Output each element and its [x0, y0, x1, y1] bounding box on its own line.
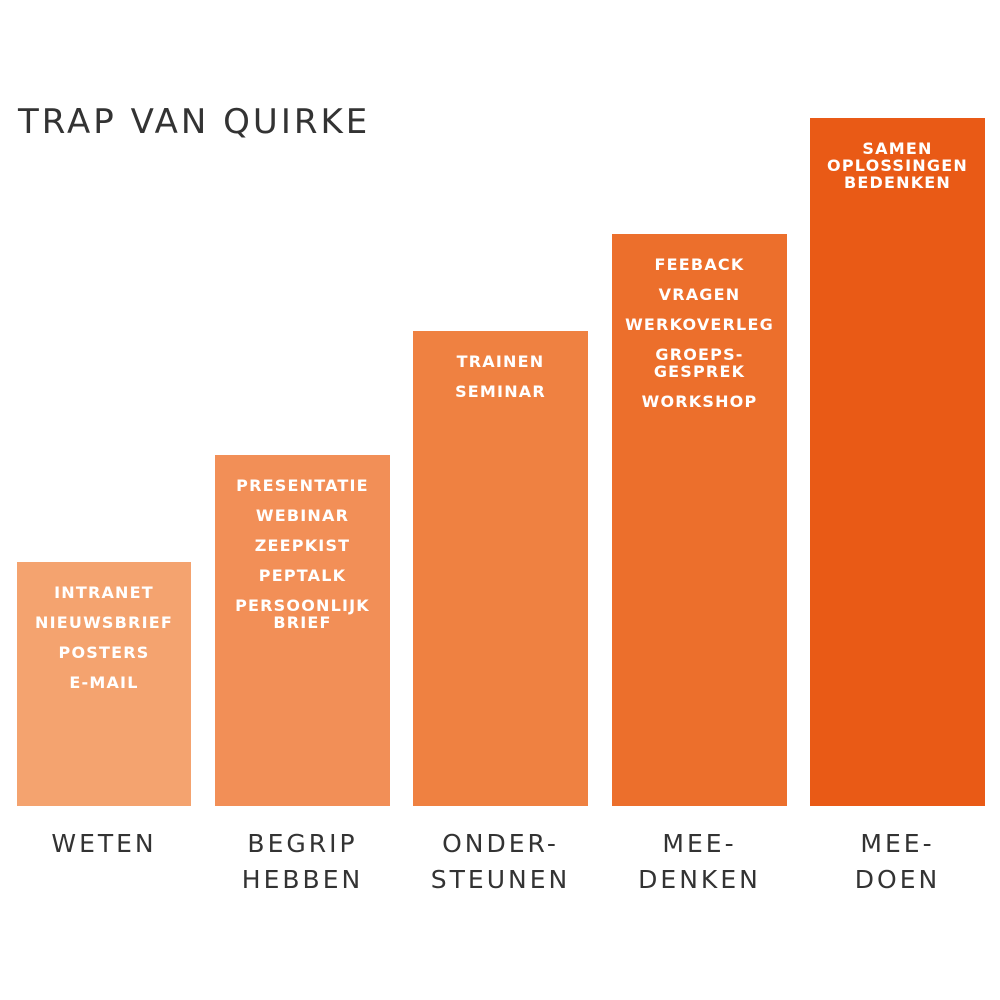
step-item: GROEPS- GESPREK [653, 345, 746, 381]
step-label-weten: WETEN [51, 829, 157, 858]
step-item: VRAGEN [658, 285, 741, 304]
step-item: FEEBACK [654, 255, 745, 274]
step-item: WORKSHOP [641, 392, 758, 411]
step-item: INTRANET [54, 583, 154, 602]
step-label-ondersteunen: ONDER- STEUNEN [430, 829, 571, 894]
step-label-begrip-hebben: BEGRIP HEBBEN [241, 829, 364, 894]
step-item: SEMINAR [455, 382, 546, 401]
step-meedoen: SAMEN OPLOSSINGEN BEDENKEN [810, 118, 985, 806]
step-ondersteunen: TRAINEN SEMINAR [413, 331, 588, 806]
step-item: TRAINEN [456, 352, 545, 371]
step-item: WERKOVERLEG [625, 315, 774, 334]
step-label-meedoen: MEE- DOEN [854, 829, 941, 894]
step-item: NIEUWSBRIEF [35, 613, 173, 632]
step-meedenken: FEEBACK VRAGEN WERKOVERLEG GROEPS- GESPR… [612, 234, 787, 806]
step-item: POSTERS [58, 643, 150, 662]
step-weten: INTRANET NIEUWSBRIEF POSTERS E-MAIL [17, 562, 191, 806]
step-item: E-MAIL [69, 673, 139, 692]
step-label-meedenken: MEE- DENKEN [638, 829, 761, 894]
step-item: PERSOONLIJK BRIEF [235, 596, 370, 632]
step-item: WEBINAR [255, 506, 350, 525]
step-item: ZEEPKIST [254, 536, 351, 555]
step-begrip-hebben: PRESENTATIE WEBINAR ZEEPKIST PEPTALK PER… [215, 455, 390, 806]
diagram-title: TRAP VAN QUIRKE [18, 102, 371, 142]
step-item: PEPTALK [258, 566, 347, 585]
step-item: PRESENTATIE [236, 476, 369, 495]
step-item: SAMEN OPLOSSINGEN BEDENKEN [827, 139, 968, 192]
